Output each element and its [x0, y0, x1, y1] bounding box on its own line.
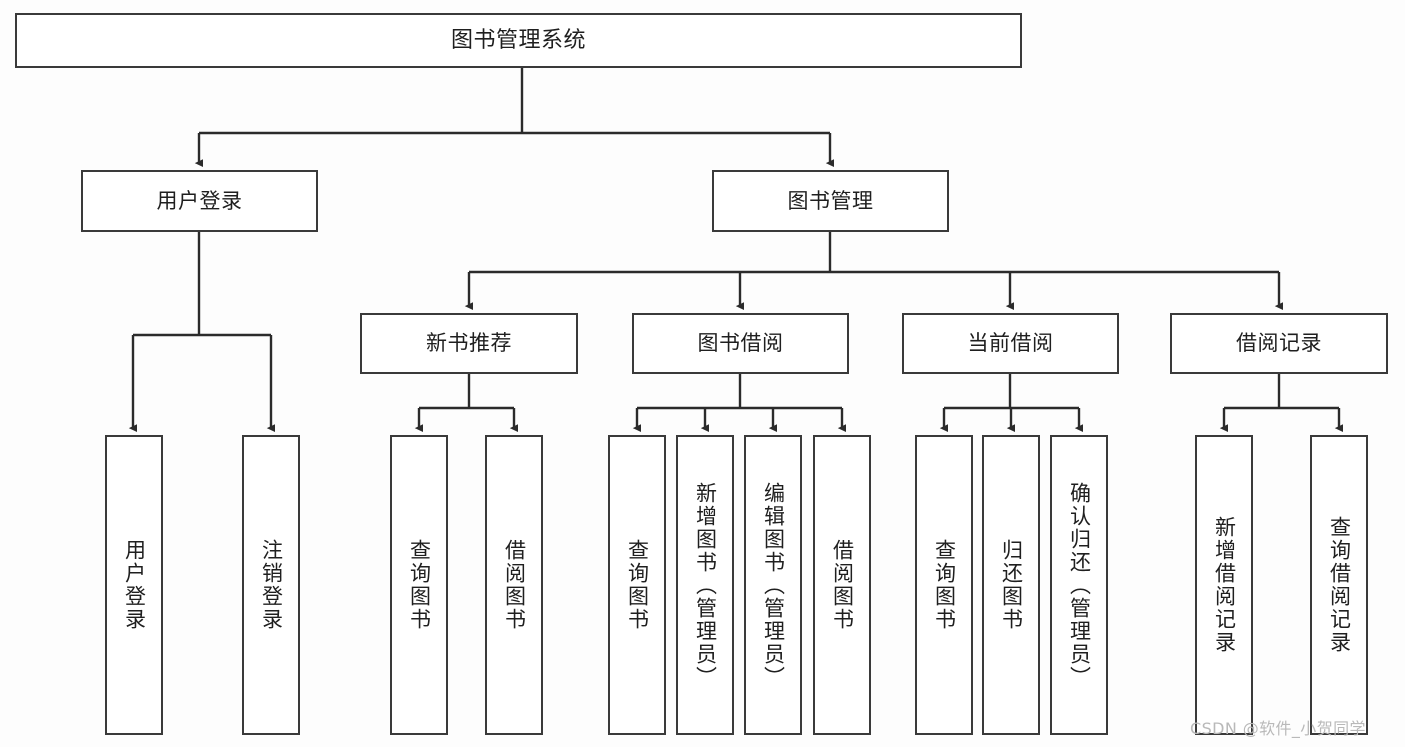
edge-new-book-to-leaves	[414, 374, 519, 433]
node-leaf-borrow-add-book-admin[interactable]: 新增图书（管理员）	[676, 435, 734, 735]
node-borrow-record[interactable]: 借阅记录	[1170, 313, 1388, 374]
edge-current-borrow-to-leaves	[939, 374, 1084, 433]
node-leaf-new-book-borrow[interactable]: 借阅图书	[485, 435, 543, 735]
node-leaf-borrow-edit-book-admin[interactable]: 编辑图书（管理员）	[744, 435, 802, 735]
node-label: 图书管理	[787, 188, 874, 213]
node-label: 查询图书	[625, 539, 650, 631]
node-label: 借阅图书	[830, 539, 855, 631]
node-label: 查询借阅记录	[1327, 516, 1352, 654]
node-label: 新增借阅记录	[1212, 516, 1237, 654]
node-leaf-user-login-signin[interactable]: 用户登录	[105, 435, 163, 735]
node-leaf-borrow-query-book[interactable]: 查询图书	[608, 435, 666, 735]
node-leaf-user-login-signout[interactable]: 注销登录	[242, 435, 300, 735]
node-label: 借阅记录	[1236, 331, 1322, 356]
node-leaf-new-book-query[interactable]: 查询图书	[390, 435, 448, 735]
node-book-borrow[interactable]: 图书借阅	[632, 313, 849, 374]
node-new-book-recommend[interactable]: 新书推荐	[360, 313, 578, 374]
node-leaf-current-confirm-return-admin[interactable]: 确认归还（管理员）	[1050, 435, 1108, 735]
node-user-login[interactable]: 用户登录	[81, 170, 318, 232]
node-leaf-record-add-borrow-record[interactable]: 新增借阅记录	[1195, 435, 1253, 735]
node-label: 借阅图书	[502, 539, 527, 631]
node-label: 当前借阅	[967, 331, 1054, 356]
node-leaf-borrow-borrow-book[interactable]: 借阅图书	[813, 435, 871, 735]
node-label: 确认归还（管理员）	[1067, 481, 1092, 689]
node-label: 用户登录	[122, 539, 147, 631]
edge-user-login-to-leaves	[128, 232, 276, 433]
node-label: 图书管理系统	[450, 27, 586, 53]
node-label: 查询图书	[932, 539, 957, 631]
node-label: 图书借阅	[697, 331, 784, 356]
node-current-borrow[interactable]: 当前借阅	[902, 313, 1119, 374]
node-label: 注销登录	[259, 539, 284, 631]
edge-borrow-record-to-leaves	[1219, 374, 1344, 433]
node-leaf-current-return-book[interactable]: 归还图书	[982, 435, 1040, 735]
edge-book-manage-to-level2	[464, 232, 1284, 311]
node-label: 新增图书（管理员）	[693, 481, 718, 689]
node-leaf-current-query-book[interactable]: 查询图书	[915, 435, 973, 735]
node-leaf-record-query-borrow-record[interactable]: 查询借阅记录	[1310, 435, 1368, 735]
node-label: 编辑图书（管理员）	[761, 481, 786, 689]
edge-book-borrow-to-leaves	[632, 374, 847, 433]
node-label: 新书推荐	[426, 331, 512, 356]
watermark-text: CSDN @软件_小贺同学	[1190, 719, 1366, 738]
node-label: 归还图书	[999, 539, 1024, 631]
edge-root-to-level1	[194, 68, 835, 168]
node-label: 查询图书	[407, 539, 432, 631]
node-label: 用户登录	[156, 188, 243, 213]
node-root-book-management-system[interactable]: 图书管理系统	[15, 13, 1022, 68]
node-book-management[interactable]: 图书管理	[712, 170, 949, 232]
